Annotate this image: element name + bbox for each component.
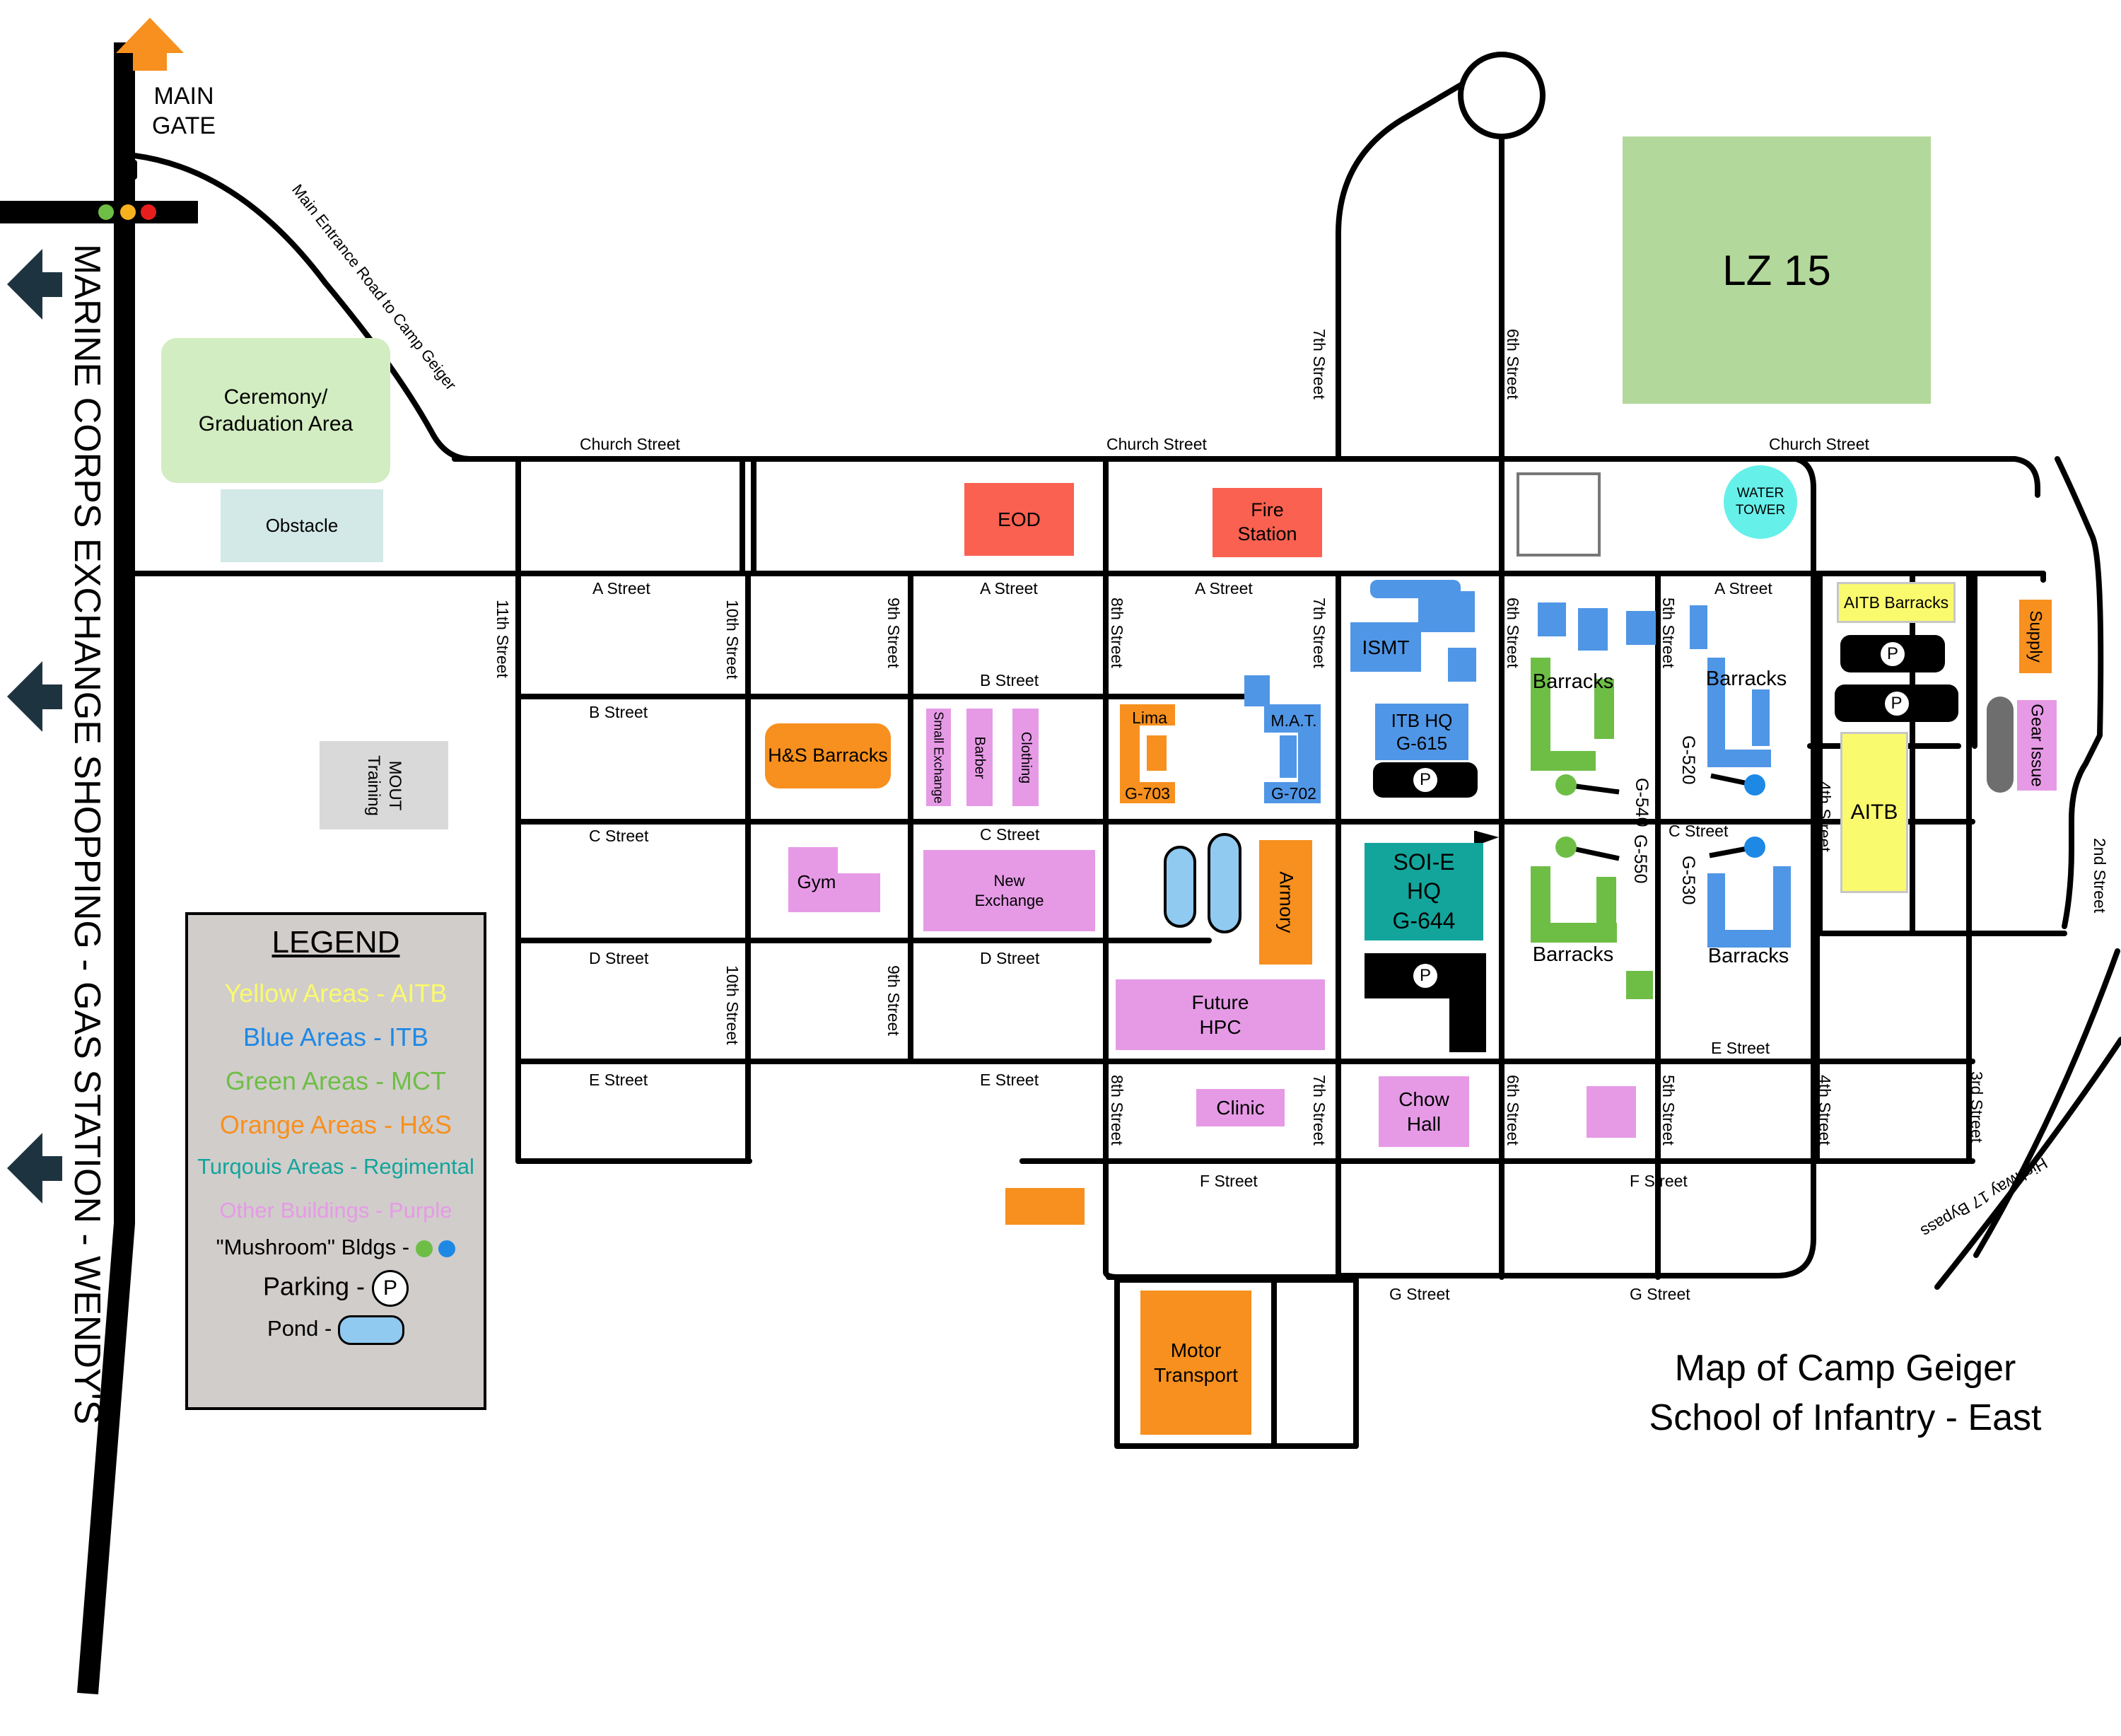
mushroom-green-icon [415, 1240, 433, 1257]
future-hpc[interactable]: Future HPC [1116, 979, 1325, 1050]
parking-icon: P [1884, 691, 1909, 716]
pond [1164, 846, 1196, 928]
legend-pond: Pond - [188, 1315, 484, 1345]
barracks-label: Barracks [1705, 667, 1787, 690]
barracks-label: Barracks [1532, 670, 1614, 693]
small-exchange[interactable]: Small Exchange [926, 709, 951, 806]
aitb-barracks[interactable]: AITB Barracks [1837, 582, 1956, 623]
main-gate-arrow-icon [116, 18, 184, 71]
water-tower-label: WATER TOWER [1735, 486, 1786, 518]
lima-label: Lima [1132, 708, 1167, 727]
parking-lot[interactable]: P [1840, 635, 1945, 672]
barracks-label: Barracks [1532, 943, 1614, 966]
armory[interactable]: Armory [1259, 840, 1312, 965]
legend-yellow: Yellow Areas - AITB [224, 979, 448, 1008]
legend-turquoise: Turqouis Areas - Regimental [197, 1154, 474, 1179]
parking-icon: P [1881, 641, 1905, 666]
legend-blue: Blue Areas - ITB [243, 1023, 429, 1051]
gym-label: Gym [797, 870, 836, 892]
parking-icon: P [372, 1270, 409, 1307]
traffic-light-green [98, 204, 114, 220]
mat-label: M.A.T. [1270, 711, 1317, 730]
water-tower [1724, 465, 1797, 539]
g702-label: G-702 [1271, 783, 1316, 803]
barracks-label: Barracks [1707, 944, 1789, 967]
gear-issue[interactable]: Gear Issue [2017, 700, 2057, 791]
g703-label: G-703 [1125, 783, 1170, 803]
legend-orange: Orange Areas - H&S [219, 1110, 452, 1139]
traffic-light-yellow [120, 204, 136, 220]
parking-lot[interactable]: P [1835, 685, 1958, 722]
clinic[interactable]: Clinic [1196, 1089, 1285, 1126]
west-arrow-icons [7, 249, 62, 1204]
parking-lot[interactable]: P [1365, 953, 1486, 998]
new-exchange[interactable]: New Exchange [923, 850, 1095, 931]
barber[interactable]: Barber [966, 709, 993, 806]
purple-building[interactable] [1587, 1086, 1636, 1138]
pond-icon [337, 1315, 404, 1345]
supply-building[interactable]: Supply [2019, 600, 2052, 673]
flag-icon [1476, 831, 1499, 846]
pond [1208, 833, 1241, 933]
legend: LEGEND Yellow Areas - AITB Blue Areas - … [185, 912, 486, 1410]
clothing[interactable]: Clothing [1012, 709, 1039, 806]
parking-icon: P [1413, 768, 1437, 792]
parking-lot[interactable]: P [1373, 762, 1478, 798]
legend-title: LEGEND [271, 925, 400, 960]
legend-green: Green Areas - MCT [225, 1066, 447, 1095]
legend-parking: Parking - P [188, 1270, 484, 1307]
fire-station[interactable]: Fire Station [1213, 488, 1322, 557]
legend-purple: Other Buildings - Purple [219, 1198, 452, 1223]
mushroom-blue-icon [438, 1240, 456, 1257]
traffic-light-red [141, 204, 156, 220]
hs-barracks[interactable]: H&S Barracks [765, 723, 891, 788]
chow-hall[interactable]: Chow Hall [1379, 1076, 1469, 1147]
map-title: Map of Camp Geiger School of Infantry - … [1649, 1347, 2042, 1438]
aitb-building[interactable]: AITB [1840, 732, 1908, 893]
ismt-label: ISMT [1350, 622, 1421, 672]
motor-transport[interactable]: Motor Transport [1140, 1291, 1251, 1435]
parking-icon: P [1413, 964, 1437, 988]
mout-training[interactable]: MOUT Training [320, 741, 448, 829]
lz-15[interactable]: LZ 15 [1623, 136, 1931, 404]
legend-mushroom: "Mushroom" Bldgs - [188, 1235, 484, 1260]
obstacle-area[interactable]: Obstacle [221, 489, 383, 562]
ceremony-area[interactable]: Ceremony/ Graduation Area [161, 338, 390, 483]
eod-building[interactable]: EOD [964, 483, 1074, 556]
